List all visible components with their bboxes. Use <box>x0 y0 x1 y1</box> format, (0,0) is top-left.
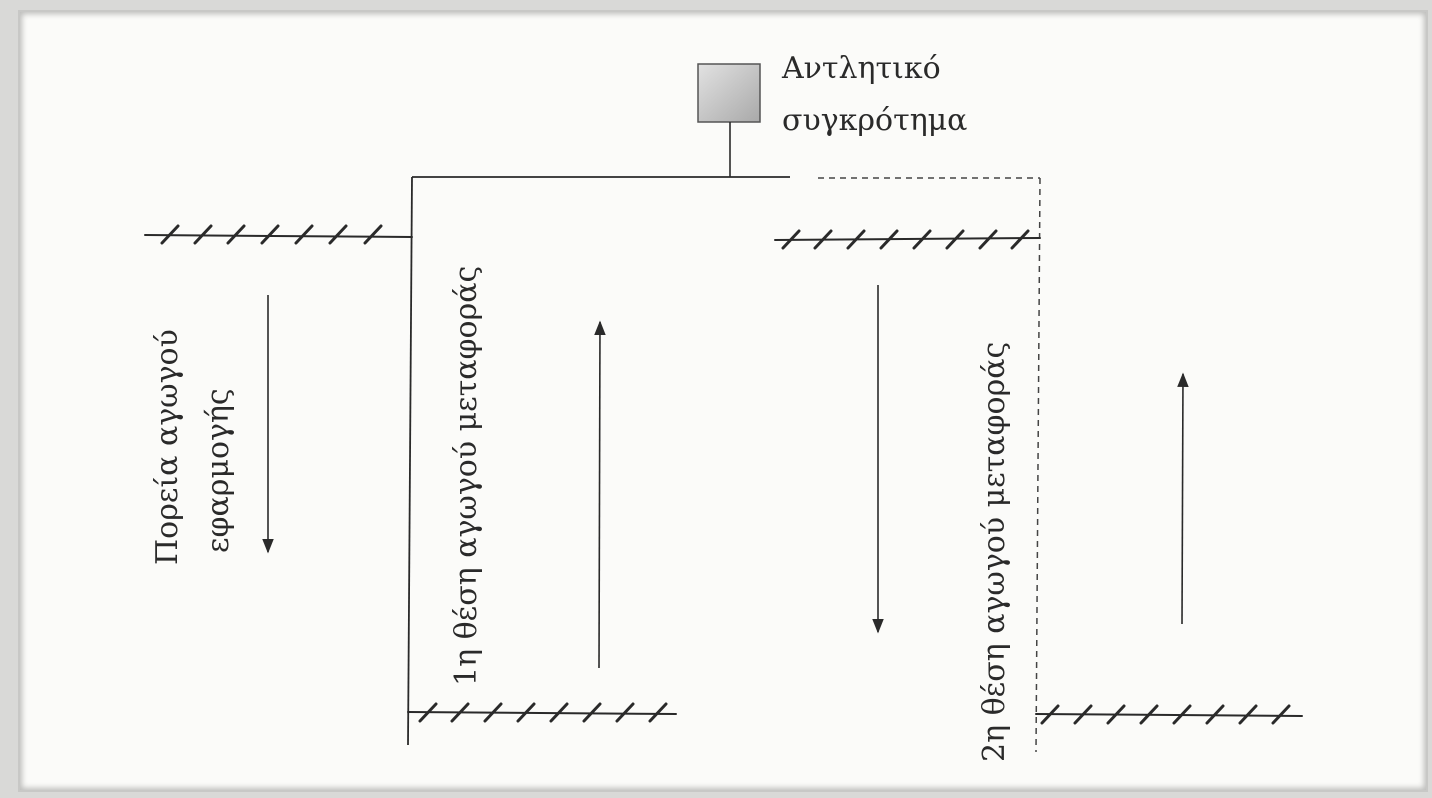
pump-label-line1: Αντλητικό <box>781 51 941 86</box>
position2-label: 2η θέση αγωγού μεταφοράς <box>977 342 1012 762</box>
position2-vertical-pipe <box>1035 177 1041 753</box>
flow-direction-label-line1: Πορεία αγωγού <box>150 329 185 565</box>
flow-arrow-up-position1 <box>594 320 606 669</box>
ground-hatching-upper-right <box>774 229 1041 250</box>
ground-hatching-lower-left <box>407 702 677 723</box>
position1-vertical-pipe <box>407 176 413 746</box>
position1-label: 1η θέση αγωγού μεταφοράς <box>449 266 484 686</box>
flow-arrow-up-position2 <box>1177 372 1189 625</box>
ground-hatching-lower-right <box>1035 704 1303 725</box>
pump-label-line2: συγκρότημα <box>782 103 967 138</box>
ground-hatching-upper-left <box>144 224 413 245</box>
pump-unit-icon <box>697 63 761 123</box>
flow-direction-label-line2: εφαρμογής <box>201 388 236 553</box>
diagram-frame <box>18 10 1428 792</box>
